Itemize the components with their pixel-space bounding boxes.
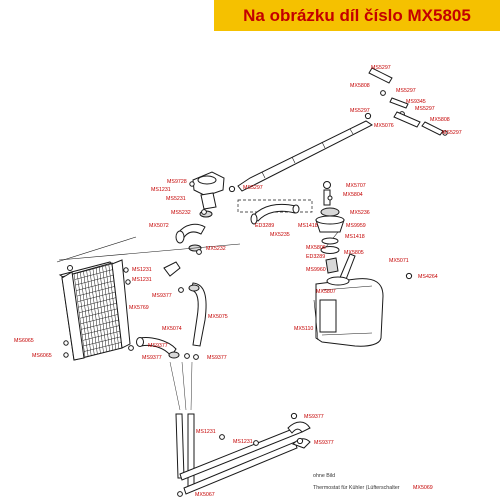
radiator-fin xyxy=(95,268,107,352)
expansion-tank-cluster xyxy=(237,181,413,347)
radiator-fin xyxy=(78,297,117,308)
radiator-fin xyxy=(92,268,104,353)
radiator-fin xyxy=(73,273,86,358)
label-ms9960: MS9960 xyxy=(306,267,326,273)
label-ms9377-f: MS9377 xyxy=(314,440,334,446)
label-mx5072: MX5072 xyxy=(149,223,169,229)
label-ms1231-b: MS1231 xyxy=(132,267,152,273)
label-mx5236: MX5236 xyxy=(350,210,370,216)
thermostat-housing xyxy=(189,171,225,218)
radiator-fin xyxy=(76,273,89,357)
label-ed3289-b: ED3289 xyxy=(306,254,325,260)
footnote: ohne Bild Thermostat für Kühler (Lüfters… xyxy=(313,473,433,491)
radiator-fin xyxy=(80,314,119,325)
label-mx5075: MX5075 xyxy=(208,314,228,320)
label-ms9377-a: MS9377 xyxy=(152,293,172,299)
radiator-fin xyxy=(75,274,114,286)
label-ms4264: MS4264 xyxy=(418,274,438,280)
label-ed3289-a: ED3289 xyxy=(255,223,274,229)
radiator-fin xyxy=(108,264,120,349)
footnote-code: MX5069 xyxy=(413,485,433,491)
upper-radiator-hose xyxy=(175,223,206,255)
label-ms5297-d: MS5297 xyxy=(350,108,370,114)
label-ms9728: MS9728 xyxy=(167,179,187,185)
label-mx5071: MX5071 xyxy=(389,258,409,264)
label-ms5297-e: MS5297 xyxy=(442,130,462,136)
label-ms9959: MS9959 xyxy=(346,223,366,229)
label-ms1231-c: MS1231 xyxy=(132,277,152,283)
label-mx5807: MX5807 xyxy=(316,289,336,295)
label-ms5297-b: MS5297 xyxy=(396,88,416,94)
radiator-fin xyxy=(111,263,123,349)
footnote-line2: Thermostat für Kühler (Lüfterschalter xyxy=(313,485,400,491)
radiator-fin xyxy=(80,272,92,356)
radiator-fin xyxy=(82,325,120,336)
label-ms9377-d: MS9377 xyxy=(207,355,227,361)
lower-hoses xyxy=(128,261,207,360)
assembly-leaders xyxy=(169,361,193,411)
label-ms6065-a: MS6065 xyxy=(14,338,34,344)
radiator-fin xyxy=(82,330,121,341)
label-mx5067: MX5067 xyxy=(195,492,215,498)
label-mx5804: MX5804 xyxy=(343,192,363,198)
label-ms5297-f: MS5297 xyxy=(243,185,263,191)
label-mx5769: MX5769 xyxy=(129,305,149,311)
label-ms1231-a: MS1231 xyxy=(151,187,171,193)
label-ms6065-b: MS6065 xyxy=(32,353,52,359)
radiator-fin xyxy=(79,302,117,313)
radiator-fin xyxy=(81,319,119,330)
label-mx5110: MX5110 xyxy=(294,326,313,332)
label-mx5235: MX5235 xyxy=(270,232,290,238)
radiator-fin xyxy=(102,266,113,351)
part-labels: MS5297 MX5808 MS5297 MS9345 MS5297 MS529… xyxy=(14,65,462,498)
radiator-fin xyxy=(83,336,121,347)
radiator-fin xyxy=(73,263,113,275)
radiator-fin xyxy=(105,265,117,350)
footnote-line1: ohne Bild xyxy=(313,473,335,479)
label-ms1418-a: MS1418 xyxy=(298,223,318,229)
label-ms5231: MS5231 xyxy=(166,196,186,202)
part-number-banner: Na obrázku díl číslo MX5805 xyxy=(214,0,500,31)
radiator-fin xyxy=(86,270,98,355)
label-ms5297-c: MS5297 xyxy=(415,106,435,112)
label-ms5232: MS5232 xyxy=(171,210,191,216)
radiator-fin xyxy=(74,269,113,280)
label-mx5808-b: MX5808 xyxy=(430,117,450,123)
radiator-fin xyxy=(83,271,95,355)
label-ms1231-d: MS1231 xyxy=(196,429,216,435)
label-mx5707: MX5707 xyxy=(346,183,366,189)
label-mx5076: MX5076 xyxy=(374,123,394,129)
radiator-fin xyxy=(76,280,115,291)
label-ms9345: MS9345 xyxy=(406,99,426,105)
radiator-fin xyxy=(89,269,101,354)
radiator-fin xyxy=(84,342,122,352)
label-mx5806: MX5806 xyxy=(306,245,326,251)
radiator-fin xyxy=(76,286,115,297)
radiator-fin xyxy=(77,291,116,302)
radiator-fin xyxy=(79,308,118,319)
label-ms1418-b: MS1418 xyxy=(345,234,365,240)
radiator-fin xyxy=(84,347,123,358)
label-mx5808-a: MX5808 xyxy=(350,83,370,89)
lower-pipe xyxy=(175,412,311,497)
upper-pipe-assembly xyxy=(228,67,448,193)
label-mx5805: MX5805 xyxy=(344,250,364,256)
label-ms9377-b: MS9377 xyxy=(148,343,168,349)
label-ms9377-e: MS9377 xyxy=(304,414,324,420)
radiator xyxy=(56,236,241,361)
radiator-fin xyxy=(99,267,110,352)
label-ms5297-a: MS5297 xyxy=(371,65,391,71)
label-mx5232: MX5232 xyxy=(206,246,226,252)
label-mx5074: MX5074 xyxy=(162,326,182,332)
label-ms1231-e: MS1231 xyxy=(233,439,253,445)
label-ms9377-c: MS9377 xyxy=(142,355,162,361)
